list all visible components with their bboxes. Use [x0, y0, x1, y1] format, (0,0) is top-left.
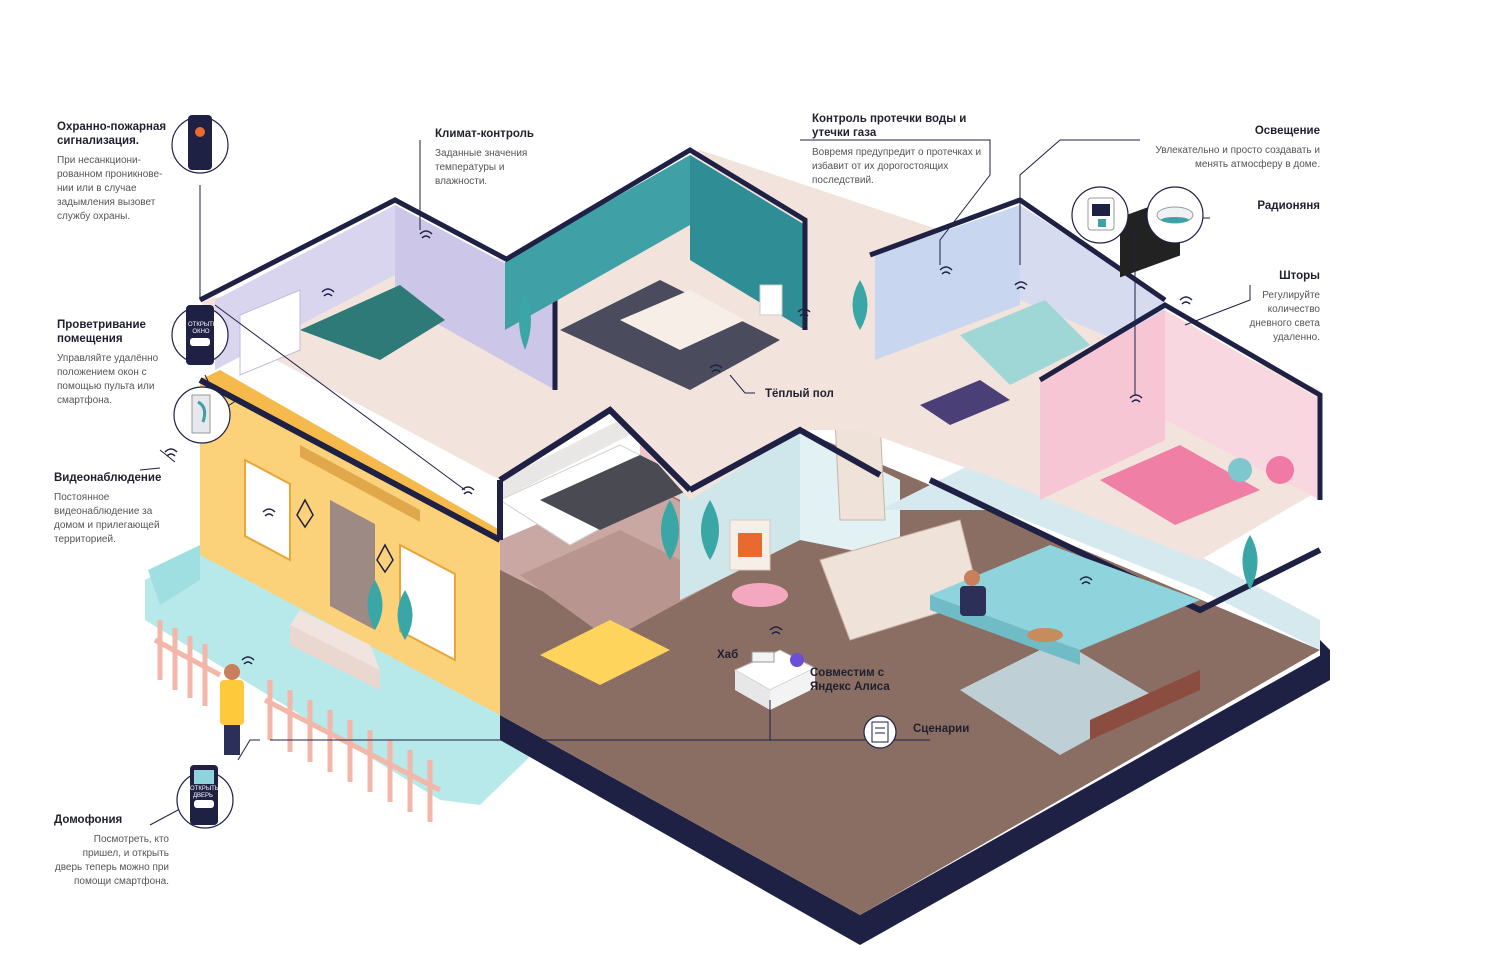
curtains-title: Шторы [1279, 270, 1320, 282]
security-label: Охранно-пожарная сигнализация. При несан… [57, 120, 177, 224]
intercom-desc: Посмотреть, кто пришел, и открыть дверь … [54, 834, 169, 887]
lighting-desc: Увлекательно и просто создавать и менять… [1155, 145, 1320, 170]
leak-label: Контроль протечки воды и утечки газа Вов… [812, 112, 992, 188]
lighting-title: Освещение [1254, 125, 1320, 137]
plants [367, 280, 1258, 640]
alice-title: Совместим с Яндекс Алиса [810, 667, 890, 693]
people [220, 570, 986, 755]
ventilation-label: Проветривание помещения Управляйте удалё… [57, 318, 167, 408]
cctv-desc: Постоянное видеонаблюдение за домом и пр… [54, 492, 160, 545]
curtains-desc: Регулируйте количество дневного света уд… [1249, 290, 1320, 343]
fence [153, 620, 442, 822]
living-room [540, 195, 1200, 740]
ventilation-desc: Управляйте удалённо положением окон с по… [57, 353, 159, 406]
intercom-label: Домофония Посмотреть, кто пришел, и откр… [54, 813, 169, 889]
ventilation-title: Проветривание помещения [57, 319, 146, 345]
warm-floor-label: Тёплый пол [765, 387, 855, 401]
leak-title: Контроль протечки воды и утечки газа [812, 113, 967, 139]
house-base [500, 640, 1330, 945]
scenarios-label: Сценарии [913, 722, 993, 736]
leader-lines [139, 139, 1251, 826]
nursery [1038, 302, 1323, 525]
bedroom-left [198, 197, 558, 390]
intercom-title: Домофония [54, 814, 123, 826]
scenarios-title: Сценарии [913, 723, 970, 735]
baby-monitor-label: Радионяня [1220, 199, 1320, 213]
bathroom [503, 147, 808, 390]
phone-open-window-text: ОТКРЫТЬ ОКНО [188, 322, 217, 335]
phone-open-door-text: ОТКРЫТЬ ДВЕРЬ [190, 786, 219, 799]
security-desc: При несанкциони-рованном проникнове-нии … [57, 155, 163, 222]
wifi-icons [164, 230, 1193, 665]
cctv-title: Видеонаблюдение [54, 472, 162, 484]
warm-floor-title: Тёплый пол [765, 388, 834, 400]
alice-label: Совместим с Яндекс Алиса [810, 666, 905, 694]
device-callouts [171, 115, 1204, 829]
climate-title: Климат-контроль [435, 128, 534, 140]
cctv-label: Видеонаблюдение Постоянное видеонаблюден… [54, 471, 169, 547]
climate-label: Климат-контроль Заданные значения темпер… [435, 127, 550, 189]
hub-label: Хаб [717, 648, 757, 662]
security-title: Охранно-пожарная сигнализация. [57, 121, 167, 147]
curtains-label: Шторы Регулируйте количество дневного св… [1230, 269, 1320, 345]
lighting-label: Освещение Увлекательно и просто создават… [1140, 124, 1320, 172]
hub-title: Хаб [717, 649, 739, 661]
climate-desc: Заданные значения температуры и влажност… [435, 148, 528, 187]
baby-monitor-title: Радионяня [1257, 200, 1320, 212]
leak-desc: Вовремя предупредит о протечках и избави… [812, 147, 982, 186]
